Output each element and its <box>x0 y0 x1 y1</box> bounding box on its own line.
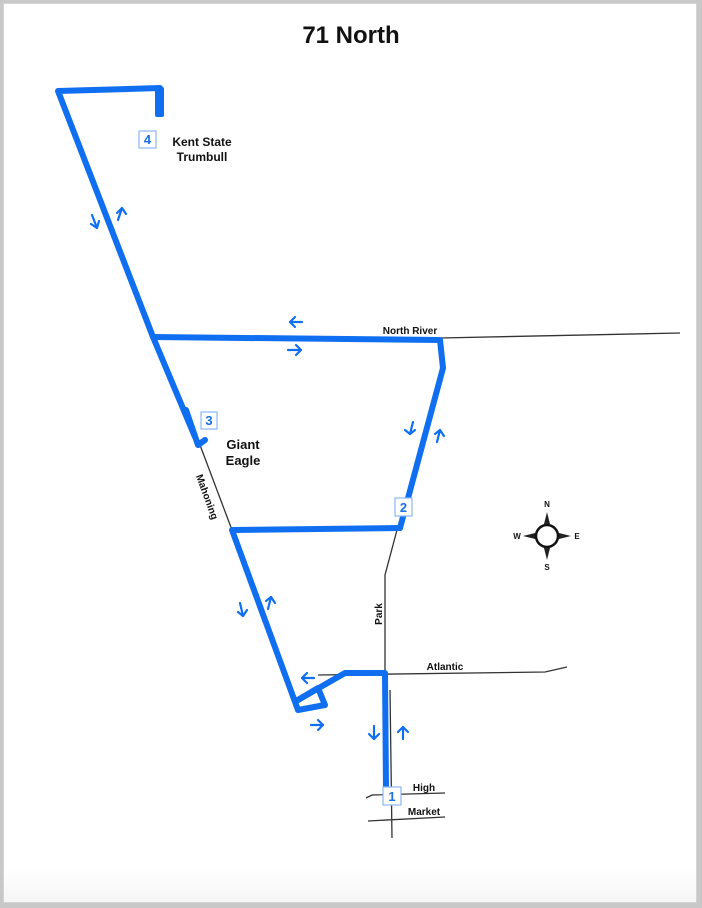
stop-marker-3[interactable]: 3 <box>200 411 218 430</box>
svg-text:S: S <box>544 563 550 572</box>
street-label-mahoning: Mahoning <box>193 473 219 521</box>
street-label-atlantic: Atlantic <box>427 662 464 673</box>
svg-text:W: W <box>513 532 521 541</box>
stop-4-label-line1: Kent State <box>172 135 232 149</box>
svg-text:3: 3 <box>205 413 212 428</box>
street-park-south <box>389 689 393 839</box>
svg-text:2: 2 <box>400 500 407 515</box>
street-high <box>365 792 446 799</box>
svg-text:N: N <box>544 500 550 509</box>
street-atlantic <box>317 666 568 676</box>
street-label-park: Park <box>374 603 385 625</box>
street-north-river <box>439 332 681 339</box>
streets <box>199 332 681 839</box>
map-page <box>3 3 697 903</box>
svg-text:1: 1 <box>388 789 395 804</box>
arrow-up-icon <box>433 428 446 444</box>
stop-marker-4[interactable]: 4 <box>138 130 157 149</box>
arrow-up-icon <box>396 725 410 741</box>
stop-marker-2[interactable]: 2 <box>394 497 413 517</box>
street-label-market: Market <box>408 807 441 818</box>
stop-4-label-line2: Trumbull <box>177 150 228 164</box>
svg-text:4: 4 <box>144 132 152 147</box>
arrow-up-icon <box>115 206 128 222</box>
street-mahoning <box>199 444 233 531</box>
stop-3-label-line1: Giant <box>226 437 260 452</box>
svg-text:E: E <box>574 532 580 541</box>
map-title: 71 North <box>302 22 400 49</box>
arrow-down-icon <box>89 213 101 230</box>
arrow-left-icon <box>288 315 304 329</box>
arrow-down-icon <box>367 724 381 741</box>
street-park <box>384 529 398 690</box>
arrow-right-icon <box>286 343 303 357</box>
arrow-down-icon <box>236 601 249 618</box>
street-label-north-river: North River <box>383 326 438 337</box>
arrow-up-icon <box>264 595 277 611</box>
arrow-right-icon <box>309 718 325 732</box>
arrow-left-icon <box>300 671 316 685</box>
stop-3-label-line2: Eagle <box>226 453 261 468</box>
street-label-high: High <box>413 783 435 794</box>
compass-rose-icon: N S W E <box>513 500 580 572</box>
stop-marker-1[interactable]: 1 <box>382 786 402 806</box>
arrow-down-icon <box>403 420 417 436</box>
street-market <box>367 816 446 822</box>
direction-arrows <box>89 206 446 741</box>
stop-4-bay <box>155 87 164 117</box>
